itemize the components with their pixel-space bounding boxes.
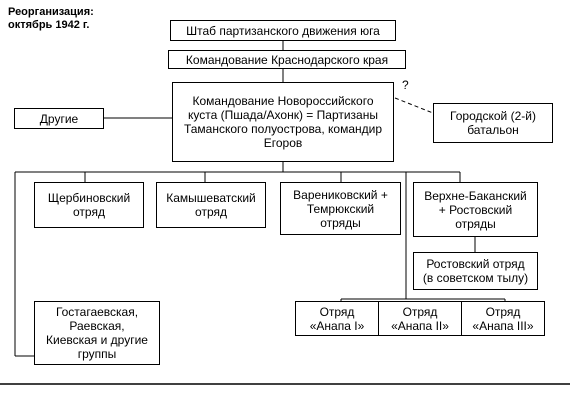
node-gostagaevskaya: Гостагаевская, Раевская, Киевская и друг… (34, 301, 160, 365)
node-others: Другие (14, 108, 104, 129)
node-shcherbinovsky: Щербиновский отряд (34, 182, 144, 228)
node-krasnodar: Командование Краснодарского края (168, 50, 406, 69)
node-anapa-3: Отряд «Анапа III» (461, 302, 544, 335)
question-mark: ? (402, 78, 409, 92)
diagram-heading: Реорганизация: октябрь 1942 г. (8, 6, 94, 31)
node-rostov-rear: Ростовский отряд (в советском тылу) (413, 252, 538, 290)
node-kamyshevatsky: Камышеватский отряд (156, 182, 266, 228)
node-varenikovsky: Варениковский + Темрюкский отряды (280, 182, 401, 235)
anapa-row: Отряд «Анапа I» Отряд «Анапа II» Отряд «… (295, 301, 545, 336)
node-verkhne: Верхне-Баканский + Ростовский отряды (413, 182, 538, 237)
node-city-battalion: Городской (2-й) батальон (433, 103, 553, 143)
node-hq: Штаб партизанского движения юга (170, 20, 396, 41)
node-novoross: Командование Новороссийского куста (Пшад… (172, 82, 394, 162)
node-anapa-2: Отряд «Анапа II» (378, 302, 461, 335)
node-anapa-1: Отряд «Анапа I» (309, 304, 365, 333)
